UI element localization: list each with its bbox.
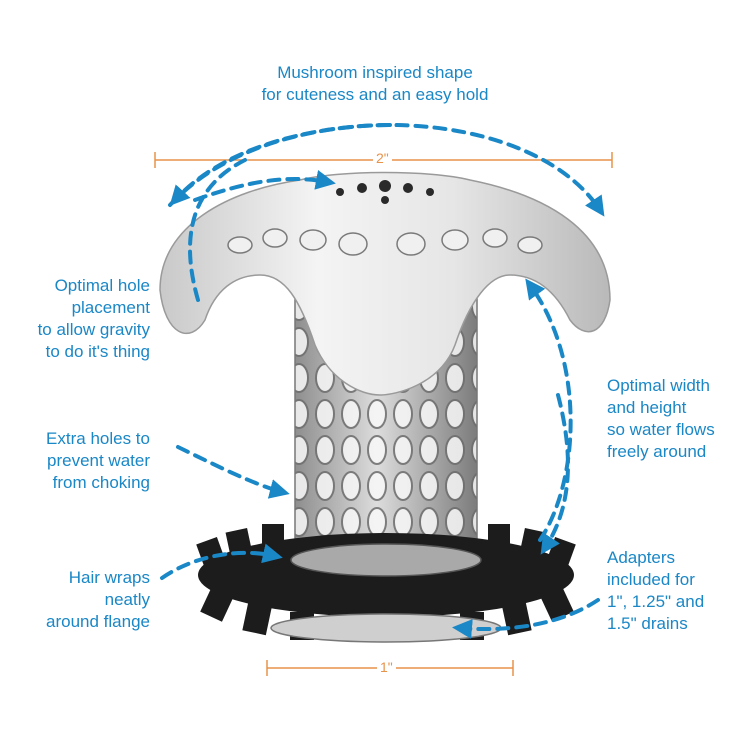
dimension-top-width: 2" bbox=[373, 150, 392, 166]
dimension-bottom-width: 1" bbox=[377, 659, 396, 675]
arrow-optimal-width-down bbox=[540, 393, 570, 555]
label-adapters: Adapters included for 1", 1.25" and 1.5"… bbox=[607, 548, 705, 633]
arrow-extra-holes bbox=[176, 445, 290, 499]
mushroom-cap bbox=[159, 171, 611, 396]
arrow-hole-tail bbox=[188, 158, 247, 302]
label-hole-placement: Optimal hole placement to allow gravity … bbox=[37, 276, 150, 361]
arrow-adapters bbox=[452, 598, 600, 639]
label-hair-wraps: Hair wraps neatly around flange bbox=[46, 568, 150, 631]
label-optimal-width: Optimal width and height so water flows … bbox=[607, 376, 715, 461]
annotation-arrows bbox=[160, 122, 605, 639]
label-extra-holes: Extra holes to prevent water from chokin… bbox=[46, 429, 150, 492]
arrow-hole-placement bbox=[193, 169, 336, 202]
label-mushroom-shape: Mushroom inspired shape for cuteness and… bbox=[261, 63, 489, 104]
arrow-cap-left bbox=[169, 123, 392, 206]
arrow-hair-wraps bbox=[160, 543, 283, 580]
rubber-flange bbox=[196, 524, 576, 643]
arrow-optimal-width-up bbox=[525, 278, 573, 542]
